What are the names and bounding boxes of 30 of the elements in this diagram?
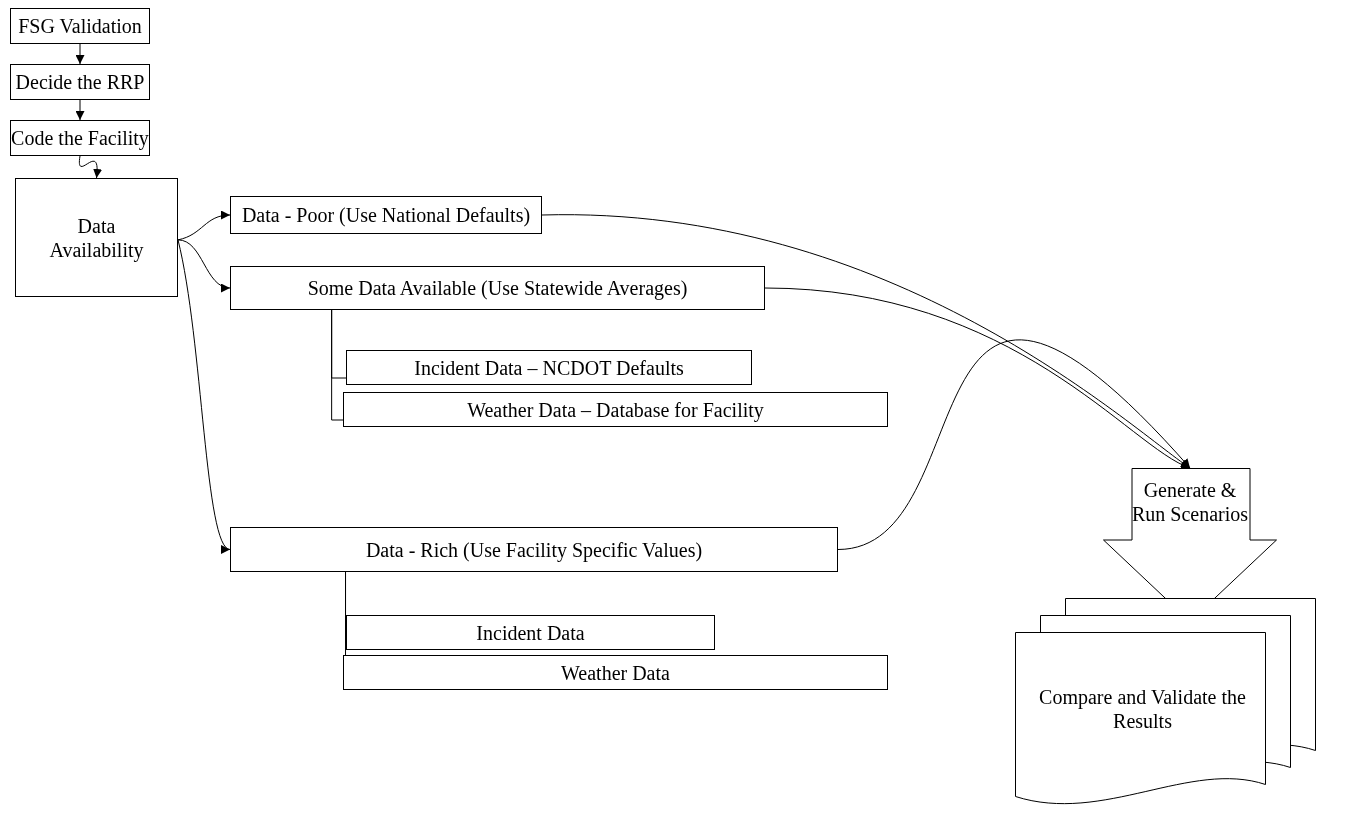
node-label: Some Data Available (Use Statewide Averages) [307,276,688,300]
process-box [10,120,150,156]
node-label: Data - Rich (Use Facility Specific Values) [365,537,703,562]
node-label: Incident Data – NCDOT Defaults [414,355,684,380]
process-box [346,615,715,650]
arrow [75,43,85,65]
arrow [78,155,102,179]
process-box [10,8,150,44]
node-label: Incident Data [476,620,585,645]
process-box [10,64,150,100]
node-label: Compare and Validate the Results [1038,684,1247,733]
node-label: Code the Facility [11,126,149,150]
process-box [343,655,888,690]
node-label: Data - Poor (Use National Defaults) [241,203,531,227]
connector-line [331,309,344,421]
arrow [177,211,231,241]
process-box [230,527,838,572]
node-label: Data Availability [48,213,145,262]
process-box [343,392,888,427]
node-label: FSG Validation [18,14,142,38]
node-label: Decide the RRP [15,70,145,94]
process-box [15,178,178,297]
arrow [75,99,85,121]
node-label: Generate & Run Scenarios [1131,478,1249,526]
process-box [230,266,765,310]
process-box [230,196,542,234]
process-box [346,350,752,385]
arrow [837,341,1191,550]
node-label: Weather Data – Database for Facility [467,397,764,422]
node-label: Weather Data [561,660,670,685]
